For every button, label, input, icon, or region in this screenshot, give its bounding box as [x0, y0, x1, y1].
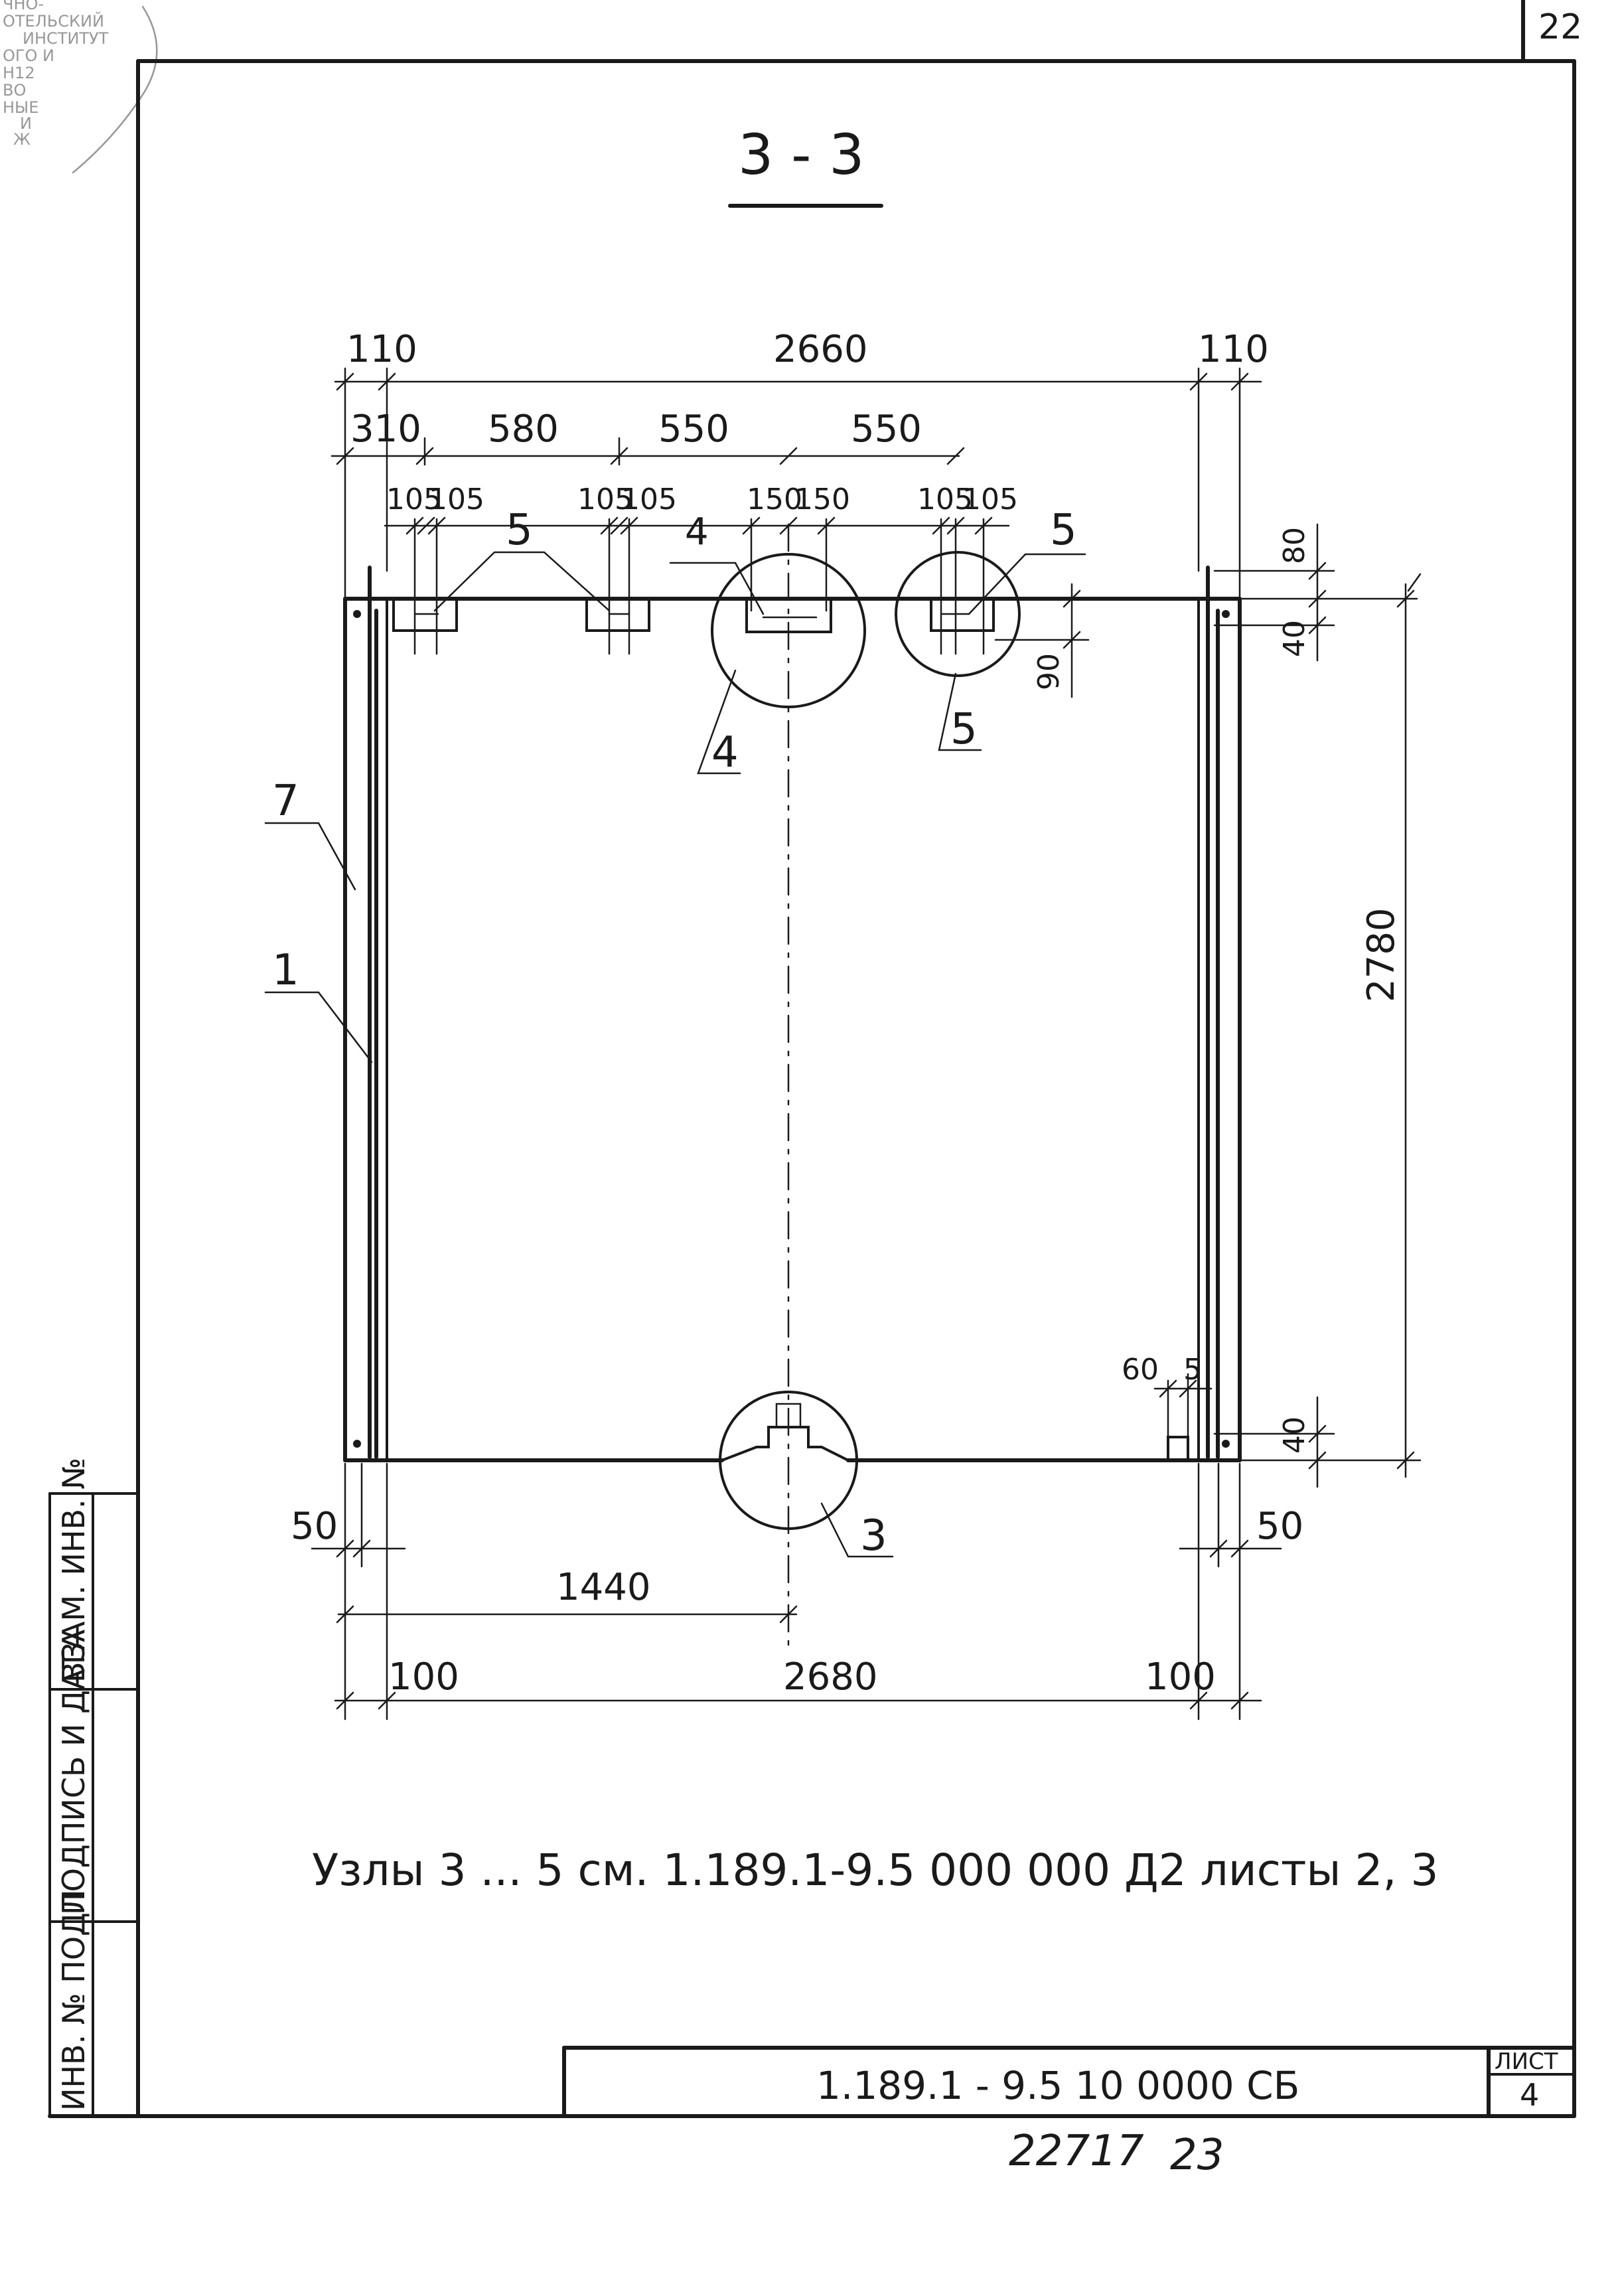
dim-bottom-left-50: 50	[291, 1505, 338, 1548]
side-label-replacement: ВЗАМ. ИНВ. №	[56, 1458, 92, 1683]
dim-bottom-right-50: 50	[1256, 1505, 1303, 1548]
title-block	[562, 2046, 1576, 2118]
stamp-line: Ж	[13, 130, 31, 149]
dim-row2-c: 550	[851, 408, 922, 451]
callout-5-left: 5	[506, 506, 533, 555]
stamp-line: ЧНО-	[3, 0, 44, 13]
dim-row2-left: 310	[350, 408, 421, 451]
dim-bottom-left-100: 100	[388, 1655, 459, 1699]
dim-bottom-right-100: 100	[1145, 1655, 1216, 1699]
side-label-signature-date: ПОДПИСЬ И ДАТА	[56, 1629, 92, 1915]
dim-top-left-offset: 110	[346, 328, 417, 371]
dim-right-90: 90	[1032, 653, 1066, 690]
side-table	[48, 1492, 139, 2117]
nodes-note: Узлы 3 ... 5 см. 1.189.1-9.5 000 000 Д2 …	[312, 1845, 1438, 1896]
institute-stamp: ЧНО- ОТЕЛЬСКИЙ ИНСТИТУТ ОГО И Н12 ВО НЫЕ…	[3, 0, 158, 174]
bottom-stamp: 22717	[1009, 2127, 1144, 2176]
dim-row3: 105	[917, 483, 973, 516]
stamp-line: ОГО И	[3, 46, 54, 65]
dim-row2-a: 580	[488, 408, 559, 451]
dim-row3: 105	[577, 483, 633, 516]
callout-5-right: 5	[1050, 506, 1077, 555]
bottom-support-detail	[721, 1403, 1189, 1462]
stamp-line: ВО	[3, 81, 26, 100]
callout-node-3: 3	[860, 1511, 887, 1561]
bottom-dimension-lines	[311, 1462, 1282, 1721]
sheet-number: 4	[1520, 2077, 1539, 2113]
dim-right-80: 80	[1278, 527, 1311, 564]
callout-4: 4	[685, 510, 709, 554]
dim-row3: 105	[429, 483, 484, 516]
callout-leaders	[264, 551, 1086, 1558]
panel-outline	[343, 597, 1242, 1462]
detail-circle-4	[711, 553, 866, 708]
callout-node-4: 4	[711, 728, 739, 777]
dim-right-40-bottom: 40	[1278, 1416, 1311, 1454]
page-number: 22	[1538, 7, 1582, 47]
dim-bottom-5: 5	[1183, 1353, 1202, 1387]
callout-7: 7	[272, 777, 299, 826]
stamp-line: НЫЕ	[3, 98, 38, 117]
dim-top-right-offset: 110	[1198, 328, 1269, 371]
dim-row3: 105	[621, 483, 677, 516]
sheet-frame	[48, 0, 1576, 2118]
dim-right-40-top: 40	[1278, 620, 1311, 657]
dim-top-overall: 2660	[773, 328, 868, 371]
dim-row3: 105	[962, 483, 1018, 516]
dim-bottom-overall: 2680	[783, 1655, 878, 1699]
bottom-number: 23	[1170, 2131, 1224, 2180]
right-dimension-lines	[994, 523, 1422, 1488]
stamp-line: ОТЕЛЬСКИЙ	[3, 11, 104, 31]
sheet-label: ЛИСТ	[1495, 2048, 1558, 2075]
dim-row3: 150	[794, 483, 850, 516]
dim-height: 2780	[1360, 907, 1403, 1002]
callout-node-5: 5	[950, 705, 978, 754]
stamp-line: Н12	[3, 64, 35, 82]
reinforcement-bars	[353, 566, 1230, 1459]
drawing-code: 1.189.1 - 9.5 10 0000 СБ	[816, 2063, 1299, 2108]
side-label-original-inventory: ИНВ. № ПОДЛ	[56, 1889, 92, 2111]
stamp-line: И	[20, 114, 32, 133]
top-dimension-lines	[331, 367, 1262, 599]
dim-half-width: 1440	[556, 1566, 651, 1609]
detail-circle-3	[719, 1391, 858, 1530]
callout-1: 1	[272, 946, 299, 995]
dim-row3: 150	[747, 483, 802, 516]
stamp-line: ИНСТИТУТ	[23, 29, 109, 48]
dim-bottom-60: 60	[1122, 1353, 1159, 1387]
detail-circle-5	[895, 551, 1021, 677]
dim-row2-b: 550	[658, 408, 729, 451]
dim-row3: 105	[386, 483, 442, 516]
section-title: 3 - 3	[738, 122, 865, 187]
